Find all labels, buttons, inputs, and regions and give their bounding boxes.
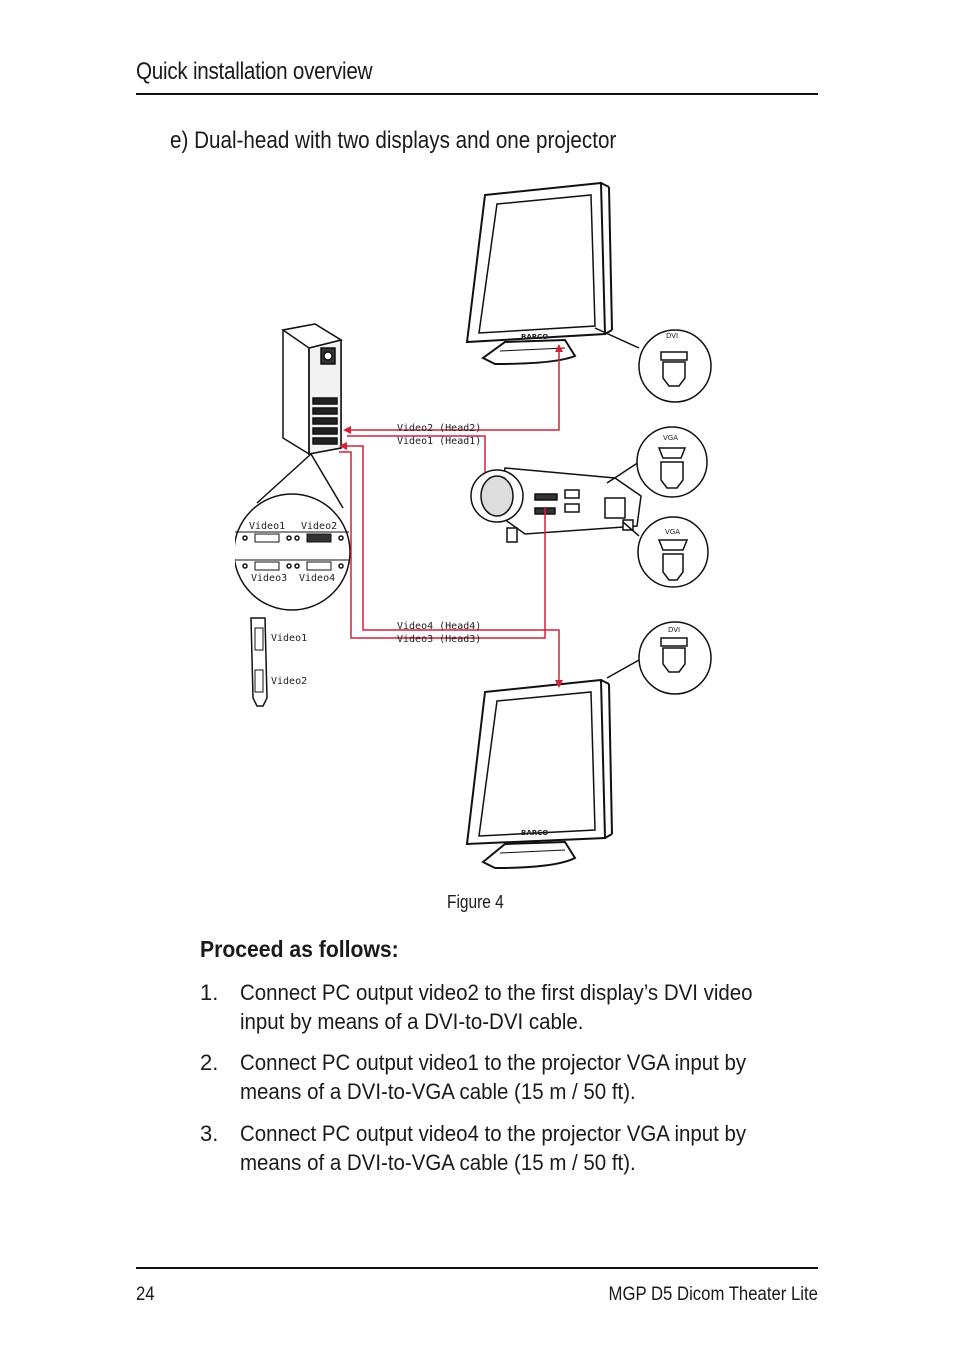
zoom-label-video3: Video3	[251, 573, 287, 584]
section-title: e) Dual-head with two displays and one p…	[170, 127, 617, 154]
product-name: MGP D5 Dicom Theater Lite	[608, 1284, 818, 1305]
zoom-label-video2: Video2	[301, 521, 337, 532]
card-label-video2: Video2	[271, 676, 307, 687]
figure-caption: Figure 4	[447, 892, 504, 912]
instructions-heading: Proceed as follows:	[200, 936, 399, 962]
cables	[339, 348, 560, 686]
step-number: 1.	[200, 980, 219, 1005]
label-video4-head4: Video4 (Head4)	[397, 621, 481, 632]
header-title: Quick installation overview	[136, 58, 373, 85]
cable-video2	[347, 348, 560, 431]
cable-video1	[347, 435, 486, 472]
zoom-label-video1: Video1	[249, 521, 285, 532]
cable-video3	[339, 451, 546, 639]
projector	[470, 467, 642, 543]
label-vga-2: VGA	[665, 528, 680, 536]
label-video2-head2: Video2 (Head2)	[397, 423, 481, 434]
pc-tower	[281, 323, 343, 455]
step-text: Connect PC output video2 to the first di…	[240, 980, 753, 1034]
brand-bottom: BARCO	[521, 829, 548, 837]
step-text: Connect PC output video1 to the projecto…	[240, 1050, 747, 1104]
step-text: Connect PC output video4 to the projecto…	[240, 1121, 747, 1175]
card-label-video1: Video1	[271, 633, 307, 644]
zoom-label-video4: Video4	[299, 573, 335, 584]
connection-diagram: BARCO BARCO	[233, 178, 725, 898]
step-number: 3.	[200, 1121, 219, 1146]
cable-arrows	[339, 344, 563, 688]
connector-vga-1	[606, 426, 708, 498]
label-dvi-bottom: DVI	[668, 626, 680, 634]
step-number: 2.	[200, 1050, 219, 1075]
label-video3-head3: Video3 (Head3)	[397, 634, 481, 645]
cable-video4	[343, 445, 560, 686]
graphics-card	[250, 617, 268, 707]
label-dvi-top: DVI	[666, 332, 678, 340]
footer-rule	[136, 1267, 818, 1269]
label-vga-1: VGA	[663, 434, 678, 442]
top-monitor	[465, 181, 613, 366]
connector-vga-2	[622, 516, 709, 588]
connector-dvi-top	[594, 327, 712, 403]
header-rule	[136, 93, 818, 95]
connector-dvi-bottom	[606, 621, 712, 695]
page-number: 24	[136, 1284, 155, 1305]
label-video1-head1: Video1 (Head1)	[397, 436, 481, 447]
brand-top: BARCO	[521, 333, 548, 341]
output-zoom	[233, 453, 351, 611]
bottom-monitor	[465, 678, 613, 870]
